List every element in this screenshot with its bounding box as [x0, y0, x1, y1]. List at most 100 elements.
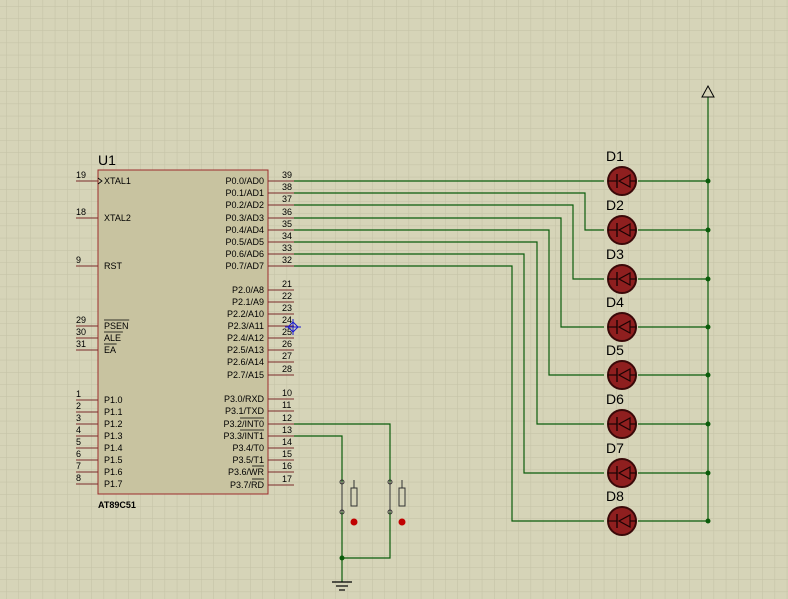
led-d1[interactable]: D1	[606, 148, 637, 196]
push-button-1[interactable]	[339, 479, 358, 526]
led-d5[interactable]: D5	[606, 342, 637, 390]
pin-number: 8	[76, 473, 81, 483]
led-d3[interactable]: D3	[606, 246, 637, 294]
pin-number: 15	[282, 449, 292, 459]
pin-number: 34	[282, 231, 292, 241]
left-pin-3[interactable]: 3P1.2	[76, 413, 123, 429]
pin-name: P3.3/INT1	[223, 431, 264, 441]
pin-name: P2.2/A10	[227, 309, 264, 319]
pin-name: P1.3	[104, 431, 123, 441]
pin-name: P3.1/TXD	[225, 406, 265, 416]
pin-number: 6	[76, 449, 81, 459]
pin-number: 22	[282, 291, 292, 301]
left-pin-4[interactable]: 4P1.3	[76, 425, 123, 441]
clock-pin-marker	[97, 177, 103, 185]
pin-number: 11	[282, 400, 291, 410]
pin-number: 19	[76, 170, 86, 180]
pin-name: P0.1/AD1	[225, 188, 264, 198]
pin-name: P2.0/A8	[232, 285, 264, 295]
pin-name: P2.4/A12	[227, 333, 264, 343]
pin-name: P0.0/AD0	[225, 176, 264, 186]
wire-p0-6	[294, 253, 604, 474]
pin-name: P0.5/AD5	[225, 237, 264, 247]
pin-number: 4	[76, 425, 81, 435]
left-pin-7[interactable]: 7P1.6	[76, 461, 123, 477]
led-d8[interactable]: D8	[606, 488, 637, 536]
pin-name: EA	[104, 345, 116, 355]
pin-number: 23	[282, 303, 292, 313]
left-pin-1[interactable]: 1P1.0	[76, 389, 123, 405]
led-label: D8	[606, 488, 624, 504]
wire-p0-1	[294, 192, 604, 231]
left-pin-2[interactable]: 2P1.1	[76, 401, 123, 417]
pin-number: 37	[282, 194, 292, 204]
left-pin-5[interactable]: 5P1.4	[76, 437, 123, 453]
pin-name: P3.5/T1	[232, 455, 264, 465]
pin-number: 25	[282, 327, 292, 337]
pin-name: P2.3/A11	[228, 321, 264, 331]
pin-name: P1.4	[104, 443, 123, 453]
led-d4[interactable]: D4	[606, 294, 637, 342]
pin-name: P1.6	[104, 467, 123, 477]
pin-name: P0.2/AD2	[225, 200, 264, 210]
pin-number: 9	[76, 255, 81, 265]
led-d6[interactable]: D6	[606, 391, 637, 439]
pin-number: 30	[76, 327, 86, 337]
pin-number: 27	[282, 351, 292, 361]
led-d7[interactable]: D7	[606, 440, 637, 488]
pin-number: 13	[282, 425, 292, 435]
pin-number: 10	[282, 388, 292, 398]
left-pin-8[interactable]: 8P1.7	[76, 473, 123, 489]
pin-name: P1.5	[104, 455, 123, 465]
wire-p0-7	[294, 265, 604, 522]
chip-body[interactable]	[97, 169, 269, 495]
pin-number: 21	[282, 279, 292, 289]
pin-name: P2.7/A15	[227, 370, 264, 380]
pin-name: P1.1	[104, 407, 123, 417]
wire-p0-3	[294, 217, 604, 328]
pin-name: P3.6/WR	[228, 467, 265, 477]
ground-symbol	[332, 558, 352, 591]
button-state-dot	[398, 518, 406, 526]
pin-name: P3.2/INT0	[223, 419, 264, 429]
pin-name: XTAL2	[104, 213, 131, 223]
led-d2[interactable]: D2	[606, 197, 637, 245]
microcontroller-u1[interactable]: U1 AT89C51 19XTAL118XTAL29RST29PSEN30ALE…	[76, 152, 294, 510]
power-terminal[interactable]	[701, 84, 715, 522]
left-pin-6[interactable]: 6P1.5	[76, 449, 123, 465]
push-buttons	[339, 479, 406, 526]
pin-name: P1.2	[104, 419, 123, 429]
push-button-2[interactable]	[387, 479, 406, 526]
pin-name: P0.6/AD6	[225, 249, 264, 259]
